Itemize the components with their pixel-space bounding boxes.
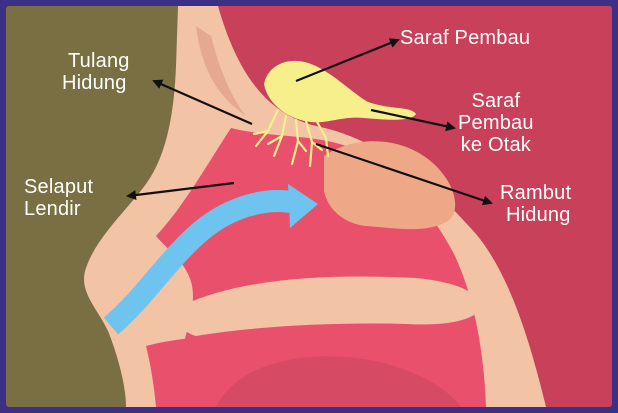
diagram-frame: Saraf Pembau Tulang Hidung Saraf Pembau … bbox=[6, 6, 612, 407]
label-rambut-hidung-line1: Rambut bbox=[500, 182, 571, 204]
label-saraf-pembau-text: Saraf Pembau bbox=[400, 27, 530, 49]
label-rambut-hidung: Rambut Hidung bbox=[500, 182, 571, 226]
label-saraf-pembau-ke-otak: Saraf Pembau ke Otak bbox=[458, 90, 534, 156]
label-saraf-ke-otak-line3: ke Otak bbox=[458, 134, 534, 156]
label-selaput-lendir: Selaput Lendir bbox=[24, 176, 93, 220]
label-selaput-lendir-line1: Selaput bbox=[24, 176, 93, 198]
label-tulang-hidung-line2: Hidung bbox=[62, 72, 130, 94]
label-tulang-hidung-line1: Tulang bbox=[62, 50, 130, 72]
label-selaput-lendir-line2: Lendir bbox=[24, 198, 93, 220]
label-rambut-hidung-line2: Hidung bbox=[500, 204, 571, 226]
label-saraf-pembau: Saraf Pembau bbox=[400, 27, 530, 49]
label-saraf-ke-otak-line1: Saraf bbox=[458, 90, 534, 112]
label-saraf-ke-otak-line2: Pembau bbox=[458, 112, 534, 134]
label-tulang-hidung: Tulang Hidung bbox=[62, 50, 130, 94]
